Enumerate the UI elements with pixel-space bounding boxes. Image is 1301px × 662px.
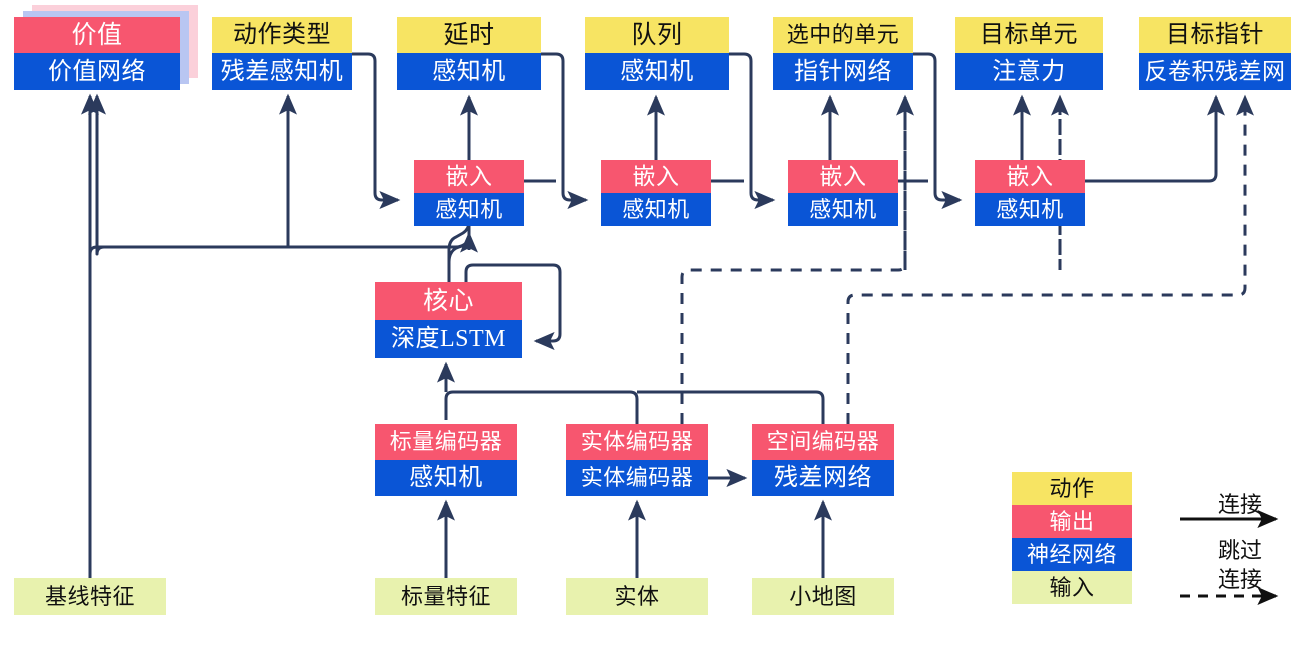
wire-core-to-value <box>87 93 449 256</box>
node-entity-encoder-bottom: 实体编码器 <box>566 460 708 496</box>
node-embedding-3-top: 嵌入 <box>788 160 898 193</box>
legend-swatch-network: 神经网络 <box>1012 538 1132 571</box>
node-queue-top: 队列 <box>585 17 729 53</box>
node-target-point-bottom: 反卷积残差网 <box>1139 53 1291 90</box>
node-action-type-bottom: 残差感知机 <box>212 53 352 90</box>
node-spatial-encoder-bottom: 残差网络 <box>752 460 894 496</box>
wire-delay-to-emb2 <box>541 52 589 209</box>
wire-selected-to-emb4 <box>913 52 963 209</box>
legend-swatch-output: 输出 <box>1012 505 1132 538</box>
node-queue[interactable]: 队列 感知机 <box>585 17 729 90</box>
skip-entityenc-to-selected <box>680 94 914 424</box>
wire-emb4-to-targetpoint <box>1085 94 1225 183</box>
legend-label-skip-line1: 跳过 <box>1217 538 1262 563</box>
node-entities-label: 实体 <box>566 578 708 615</box>
node-delay-bottom: 感知机 <box>397 53 541 90</box>
node-baseline-features-label: 基线特征 <box>14 578 166 615</box>
node-queue-bottom: 感知机 <box>585 53 729 90</box>
wire-baseline-to-value <box>88 245 98 578</box>
node-spatial-encoder-top: 空间编码器 <box>752 424 894 460</box>
node-embedding-4[interactable]: 嵌入 感知机 <box>975 160 1085 226</box>
node-target-unit-bottom: 注意力 <box>955 53 1103 90</box>
legend-swatch-input: 输入 <box>1012 571 1132 604</box>
node-scalar-encoder-bottom: 感知机 <box>375 460 517 496</box>
node-embedding-3-bottom: 感知机 <box>788 193 898 226</box>
node-embedding-2-top: 嵌入 <box>601 160 711 193</box>
node-minimap[interactable]: 小地图 <box>752 578 894 615</box>
node-value[interactable]: 价值 价值网络 <box>14 17 180 90</box>
node-scalar-encoder-top: 标量编码器 <box>375 424 517 460</box>
node-entities[interactable]: 实体 <box>566 578 708 615</box>
node-embedding-2[interactable]: 嵌入 感知机 <box>601 160 711 226</box>
wire-queue-to-emb3 <box>729 52 776 209</box>
node-target-point[interactable]: 目标指针 反卷积残差网 <box>1139 17 1291 90</box>
node-embedding-3[interactable]: 嵌入 感知机 <box>788 160 898 226</box>
node-entity-encoder[interactable]: 实体编码器 实体编码器 <box>566 424 708 496</box>
node-embedding-4-bottom: 感知机 <box>975 193 1085 226</box>
legend-swatch-action: 动作 <box>1012 472 1132 505</box>
node-selected-units-bottom: 指针网络 <box>773 53 913 90</box>
wire-actiontype-to-emb1 <box>352 52 401 209</box>
node-value-top: 价值 <box>14 17 180 53</box>
node-scalar-features[interactable]: 标量特征 <box>375 578 517 615</box>
node-entity-encoder-top: 实体编码器 <box>566 424 708 460</box>
node-target-point-top: 目标指针 <box>1139 17 1291 53</box>
node-embedding-4-top: 嵌入 <box>975 160 1085 193</box>
node-value-bottom: 价值网络 <box>14 53 180 90</box>
node-baseline-features[interactable]: 基线特征 <box>14 578 166 615</box>
node-action-type-top: 动作类型 <box>212 17 352 53</box>
node-target-unit[interactable]: 目标单元 注意力 <box>955 17 1103 90</box>
node-embedding-1-top: 嵌入 <box>414 160 524 193</box>
node-selected-units[interactable]: 选中的单元 指针网络 <box>773 17 913 90</box>
legend-swatches: 动作 输出 神经网络 输入 <box>1012 472 1132 604</box>
node-scalar-encoder[interactable]: 标量编码器 感知机 <box>375 424 517 496</box>
legend-label-connection: 连接 <box>1217 492 1262 517</box>
node-embedding-1[interactable]: 嵌入 感知机 <box>414 160 524 226</box>
node-action-type[interactable]: 动作类型 残差感知机 <box>212 17 352 90</box>
node-core[interactable]: 核心 深度LSTM <box>375 282 522 358</box>
node-embedding-2-bottom: 感知机 <box>601 193 711 226</box>
node-spatial-encoder[interactable]: 空间编码器 残差网络 <box>752 424 894 496</box>
node-target-unit-top: 目标单元 <box>955 17 1103 53</box>
node-selected-units-top: 选中的单元 <box>773 17 913 53</box>
node-scalar-features-label: 标量特征 <box>375 578 517 615</box>
node-delay[interactable]: 延时 感知机 <box>397 17 541 90</box>
node-delay-top: 延时 <box>397 17 541 53</box>
node-core-bottom: 深度LSTM <box>375 320 522 358</box>
node-minimap-label: 小地图 <box>752 578 894 615</box>
node-core-top: 核心 <box>375 282 522 320</box>
skip-spatialenc-to-targetpoint <box>846 94 1254 424</box>
legend-label-skip-line2: 连接 <box>1217 567 1262 592</box>
node-embedding-1-bottom: 感知机 <box>414 193 524 226</box>
